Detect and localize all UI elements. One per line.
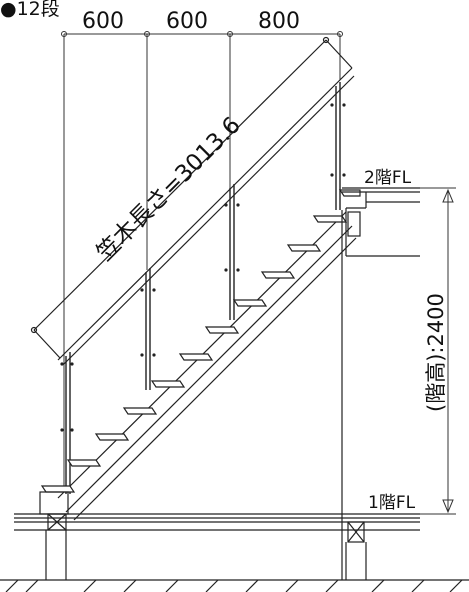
balusters: [65, 82, 341, 494]
baluster-bolts: [60, 103, 346, 432]
top-dimension: [61, 31, 343, 492]
floor-height-label: (階高):2400: [424, 293, 448, 412]
span-label-1: 600: [82, 9, 124, 34]
stair-tread: [66, 459, 102, 467]
stair-tread: [178, 353, 214, 361]
stair-tread: [338, 189, 361, 197]
stair-tread: [232, 299, 268, 307]
upper-floor: [341, 187, 420, 580]
stair-tread: [94, 433, 130, 441]
stair-tread: [204, 326, 240, 334]
stair-treads: [40, 189, 361, 493]
handrail: [30, 36, 355, 365]
stair-tread: [312, 215, 348, 223]
stair-tread: [122, 407, 158, 415]
stringer-length-label: 笠木長さ=3013.6: [92, 112, 246, 266]
span-label-2: 600: [166, 9, 208, 34]
lower-floor-label: 1階FL: [368, 493, 416, 513]
stair-tread: [150, 380, 186, 388]
upper-floor-label: 2階FL: [364, 168, 412, 188]
stair-tread: [260, 271, 296, 279]
ground-hatch: [0, 579, 469, 592]
stair-tread: [286, 244, 322, 252]
stair-tread: [40, 485, 76, 493]
lower-floor: [14, 491, 420, 580]
step-count-title: ●12段: [0, 0, 60, 20]
floor-height-dimension: [420, 187, 456, 515]
span-label-3: 800: [258, 9, 300, 34]
